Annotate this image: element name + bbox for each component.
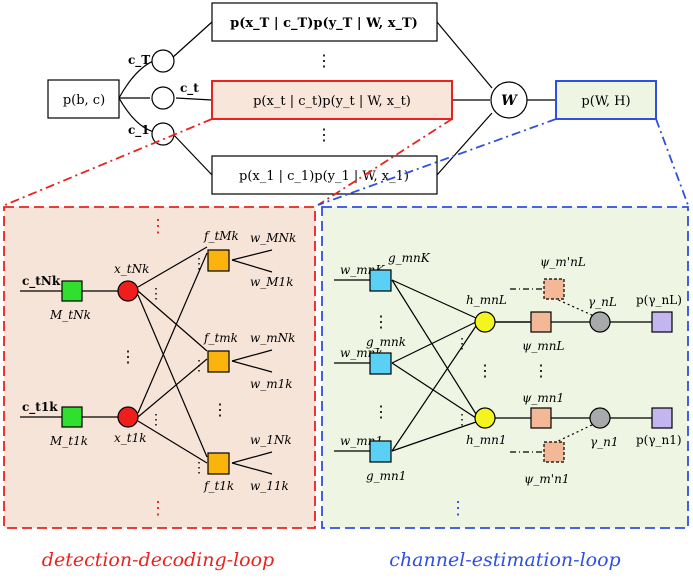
factor-node-t1k [207,452,230,475]
label-psi-mpnL: ψ_m'nL [540,255,586,269]
prior-bc-label: p(b, c) [63,93,105,108]
left-mid-dots-2: ⋮ [149,286,163,302]
label-h-mn1: h_mn1 [466,433,506,447]
label-p-gamma-n1: p(γ_n1) [636,433,682,447]
caption-detection-decoding-loop: detection-decoding-loop [42,549,274,571]
symbol-node-tNk [117,280,139,302]
left-panel: ⋮ ⋮ c_tNk c_t1k M_tNk M_t1k x_tNk x_t1k … [3,206,316,529]
label-f-tmk: f_tmk [203,331,238,345]
left-mid-dots-6: ⋮ [192,460,206,476]
label-c-tNk: c_tNk [22,274,61,289]
left-top-dots: ⋮ [149,216,167,237]
label-c-t1k: c_t1k [22,400,58,415]
label-c-T: c_T [128,53,150,68]
label-g-mnk: g_mnk [366,335,406,349]
caption-channel-estimation-loop: channel-estimation-loop [389,549,620,571]
channel-factor-mnK [369,269,392,292]
node-c-T [151,49,175,73]
label-w-mNk: w_mNk [250,331,295,345]
factor-node-tmk [207,350,230,373]
gamma-node-1 [589,407,611,429]
factor-node-tMk [207,249,230,272]
factor-box-t [211,80,453,120]
mapping-node-tNk [61,280,83,302]
label-W: W [501,93,518,109]
label-psi-mn1: ψ_mn1 [522,391,564,405]
right-dots-1: ⋮ [373,312,389,331]
label-w-MNk: w_MNk [250,231,296,245]
label-w-M1k: w_M1k [250,275,293,289]
left-mid-dots-1: ⋮ [120,347,136,366]
label-M-tNk: M_tNk [49,308,91,322]
factor-label-1: p(x_1 | c_1)p(y_1 | W, x_1) [239,169,409,184]
prior-WH-label: p(W, H) [581,94,630,109]
top-vdots-2: ⋮ [316,125,332,144]
left-bottom-dots: ⋮ [149,498,167,519]
top-section: p(b, c) c_T c_t c_1 p(x_T | c_T)p(y_T | … [47,2,657,195]
zoom-connectors [4,118,689,206]
psi-prime-node-1 [543,441,565,463]
node-W [490,81,528,119]
left-mid-dots-4: ⋮ [192,256,206,272]
label-psi-mpn1: ψ_m'n1 [524,472,569,486]
label-f-t1k: f_t1k [203,479,234,493]
label-p-gamma-nL: p(γ_nL) [636,293,682,307]
gamma-node-L [589,311,611,333]
channel-factor-mnk [369,352,392,375]
label-f-tMk: f_tMk [203,229,239,243]
label-w-m1k: w_m1k [250,377,293,391]
label-c-t: c_t [180,81,199,96]
right-bottom-dots: ⋮ [449,498,467,519]
node-c-t [151,86,175,110]
label-w-1Nk: w_1Nk [250,433,292,447]
symbol-node-t1k [117,406,139,428]
factor-label-T: p(x_T | c_T)p(y_T | W, x_T) [230,16,418,31]
factor-label-t: p(x_t | c_t)p(y_t | W, x_t) [253,94,411,109]
right-dots-5: ⋮ [477,361,493,380]
factor-box-T [211,2,438,42]
top-vdots-1: ⋮ [316,51,332,70]
channel-var-mn1 [474,407,496,429]
right-dots-3: ⋮ [455,336,469,352]
channel-factor-mn1 [369,440,392,463]
label-x-tNk: x_tNk [114,262,149,276]
mapping-node-t1k [61,406,83,428]
left-mid-dots-7: ⋮ [212,400,228,419]
label-psi-mnL: ψ_mnL [522,339,565,353]
label-g-mn1: g_mn1 [366,469,406,483]
channel-var-mnL [474,311,496,333]
right-dots-2: ⋮ [373,402,389,421]
psi-prime-node-L [543,278,565,300]
left-mid-dots-5: ⋮ [192,358,206,374]
psi-node-L [530,311,552,333]
right-dots-6: ⋮ [533,361,549,380]
label-M-t1k: M_t1k [49,434,88,448]
psi-node-1 [530,407,552,429]
gamma-prior-L [651,311,673,333]
gamma-prior-1 [651,407,673,429]
label-x-t1k: x_t1k [114,431,147,445]
prior-WH-box [555,80,657,120]
prior-bc-box [47,79,120,119]
label-gamma-n1: γ_n1 [590,435,619,449]
right-panel: w_mnK w_mnk w_mn1 g_mnK g_mnk g_mn1 ⋮ ⋮ … [321,206,689,529]
label-g-mnK: g_mnK [388,251,431,265]
label-c-1: c_1 [128,123,150,138]
left-mid-dots-3: ⋮ [149,412,163,428]
label-gamma-nL: γ_nL [588,295,617,309]
right-dots-4: ⋮ [455,412,469,428]
label-w-11k: w_11k [250,479,289,493]
label-h-mnL: h_mnL [466,293,507,307]
